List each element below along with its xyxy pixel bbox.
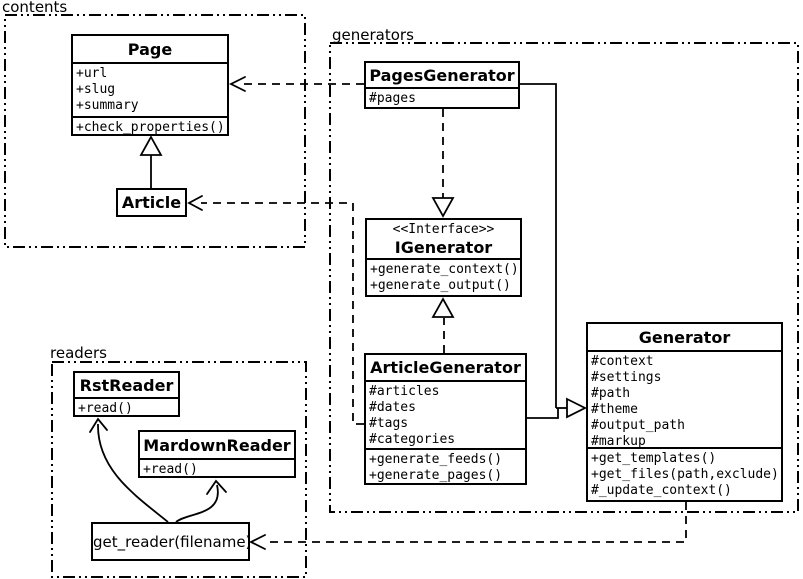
package-generators-border	[329, 42, 799, 513]
class-igenerator: <<Interface>> IGenerator +generate_conte…	[365, 218, 522, 297]
class-articlegenerator-title: ArticleGenerator	[370, 358, 521, 377]
method: +get_templates()	[591, 451, 717, 466]
edge-generator-to-getreader	[264, 502, 687, 543]
class-rstreader-title: RstReader	[79, 375, 174, 395]
method: #_update_context()	[591, 483, 732, 498]
edge-pagesgenerator-to-generator	[520, 83, 557, 408]
class-pagesgenerator: PagesGenerator #pages	[364, 61, 520, 109]
class-igenerator-title: IGenerator	[394, 237, 493, 257]
method: +generate_feeds()	[369, 452, 503, 467]
class-pagesgenerator-attributes: #pages	[366, 87, 518, 107]
class-generator: Generator #context #settings #path #them…	[586, 322, 783, 502]
attribute: #categories	[369, 432, 456, 447]
attribute: +slug	[76, 82, 116, 97]
attribute: #articles	[369, 384, 440, 399]
class-page-attributes: +url +slug +summary	[73, 62, 227, 116]
attribute: #output_path	[591, 418, 685, 433]
arrowhead-mardownreader	[206, 479, 227, 495]
method: +check_properties()	[76, 120, 225, 135]
edge-getreader-to-rstreader	[97, 423, 169, 523]
method: +read()	[78, 401, 133, 416]
class-mardownreader-title: MardownReader	[143, 435, 291, 455]
class-mardownreader-methods: +read()	[140, 458, 294, 476]
class-page: Page +url +slug +summary +check_properti…	[71, 34, 229, 136]
method: +generate_pages()	[369, 468, 503, 483]
class-generator-methods: +get_templates() +get_files(path,exclude…	[588, 447, 781, 500]
method: +get_files(path,exclude)	[591, 467, 779, 482]
class-articlegenerator-attributes: #articles #dates #tags #categories	[366, 380, 525, 448]
edge-getreader-to-mardownreader	[175, 484, 219, 523]
attribute: #theme	[591, 402, 638, 417]
class-article-title: Article	[121, 193, 182, 212]
function-get-reader-label: get_reader(filename)	[93, 532, 250, 551]
inheritance-triangle-page	[139, 135, 163, 156]
attribute: #tags	[369, 416, 409, 431]
package-label-contents: contents	[2, 0, 68, 16]
class-page-methods: +check_properties()	[73, 116, 227, 135]
attribute: #path	[591, 386, 631, 401]
function-get-reader: get_reader(filename)	[91, 522, 250, 561]
class-mardownreader: MardownReader +read()	[138, 430, 296, 478]
attribute: #pages	[369, 91, 416, 106]
class-rstreader-methods: +read()	[75, 397, 178, 415]
class-igenerator-stereotype: <<Interface>>	[392, 222, 495, 237]
arrowhead-rstreader	[89, 417, 108, 433]
class-generator-attributes: #context #settings #path #theme #output_…	[588, 350, 781, 449]
class-igenerator-header: <<Interface>> IGenerator	[367, 220, 520, 257]
edge-articlegenerator-to-generator	[527, 408, 559, 419]
package-readers-border	[51, 361, 307, 578]
attribute: +url	[76, 66, 108, 81]
package-label-readers: readers	[50, 344, 107, 362]
realization-triangle-igenerator-bottom	[431, 297, 455, 318]
attribute: +summary	[76, 98, 139, 113]
dependency-arrowhead-getreader	[248, 534, 266, 550]
attribute: #dates	[369, 400, 416, 415]
attribute: #settings	[591, 370, 662, 385]
class-generator-title: Generator	[638, 327, 731, 347]
method: +generate_output()	[370, 278, 511, 293]
attribute: #markup	[591, 434, 646, 449]
class-page-title: Page	[127, 39, 173, 59]
class-articlegenerator: ArticleGenerator #articles #dates #tags …	[364, 353, 527, 485]
method: +read()	[143, 462, 198, 477]
dependency-arrowhead-page	[228, 76, 246, 92]
edge-articlegenerator-to-article	[201, 202, 364, 425]
attribute: #context	[591, 354, 654, 369]
class-igenerator-methods: +generate_context() +generate_output()	[367, 258, 520, 295]
class-rstreader: RstReader +read()	[73, 371, 180, 417]
inheritance-triangle-generator	[566, 397, 588, 419]
realization-triangle-igenerator-top	[431, 197, 455, 218]
package-label-generators: generators	[332, 26, 414, 44]
method: +generate_context()	[370, 262, 519, 277]
class-articlegenerator-methods: +generate_feeds() +generate_pages()	[366, 448, 525, 483]
class-pagesgenerator-title: PagesGenerator	[369, 65, 515, 85]
dependency-arrowhead-article	[187, 195, 203, 211]
class-article: Article	[116, 188, 187, 217]
package-contents-border	[4, 14, 306, 248]
